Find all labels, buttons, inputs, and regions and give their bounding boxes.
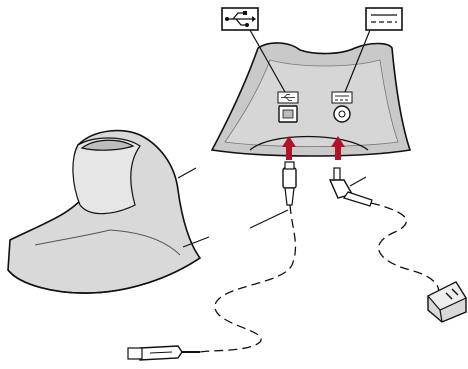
dc-plug-pointer [349,176,367,187]
dc-arrow-shaft [335,146,341,160]
usb-b-plug-tip [284,161,295,170]
adapter-prong-2 [451,288,459,296]
usb-cable-line [199,204,297,353]
power-adapter [427,281,467,323]
dc-plug-tip [333,167,341,181]
usb-plug-pointer [249,209,289,229]
adapter-prong-1 [445,292,453,300]
usb-symbol-root [225,17,229,21]
usb-callout-pointer [249,29,286,93]
cradle-inner-line [34,229,181,256]
usb-arrow-head [282,136,296,147]
cradle-back-panel [210,42,412,157]
cradle-top-cup [80,139,135,151]
insertion-arrows [282,136,345,160]
dc-port-label [331,91,353,104]
usb-callout [221,7,286,93]
panel-inner-face [224,59,399,147]
usb-plug-boot [284,187,295,206]
usb-b-port-inner [282,109,294,119]
adapter-edge [439,309,443,323]
panel-bottom-arch [249,135,369,151]
dc-jack-pin [338,110,346,118]
dc-power-icon [365,7,403,31]
dc-callout-pointer [344,29,371,93]
dc-arrow-head [331,136,345,147]
usb-a-plug-tip [127,347,143,360]
usb-arrow-shaft [286,146,292,160]
usb-cable [127,161,297,361]
power-cable [328,167,440,297]
usb-port-label-icon [281,94,295,101]
power-cable-line [370,202,440,297]
cradle-pointer-bottom [182,236,210,248]
dc-callout [344,7,403,93]
cradle-pointer-top [177,167,197,179]
cradle-bottom-edge [7,257,201,294]
adapter-top [427,281,467,311]
cradle-base [7,129,210,294]
usb-symbol-dot [245,23,249,27]
usb-b-plug [282,167,297,189]
usb-symbol-arrow [252,16,256,22]
usb-symbol-square [243,11,247,15]
cradle-inner-shell [72,137,141,215]
usb-symbol-shape [227,12,252,26]
usb-a-plug [139,345,183,361]
dc-plug-boot [343,191,373,207]
usb-a-plug-ridge [149,351,173,354]
